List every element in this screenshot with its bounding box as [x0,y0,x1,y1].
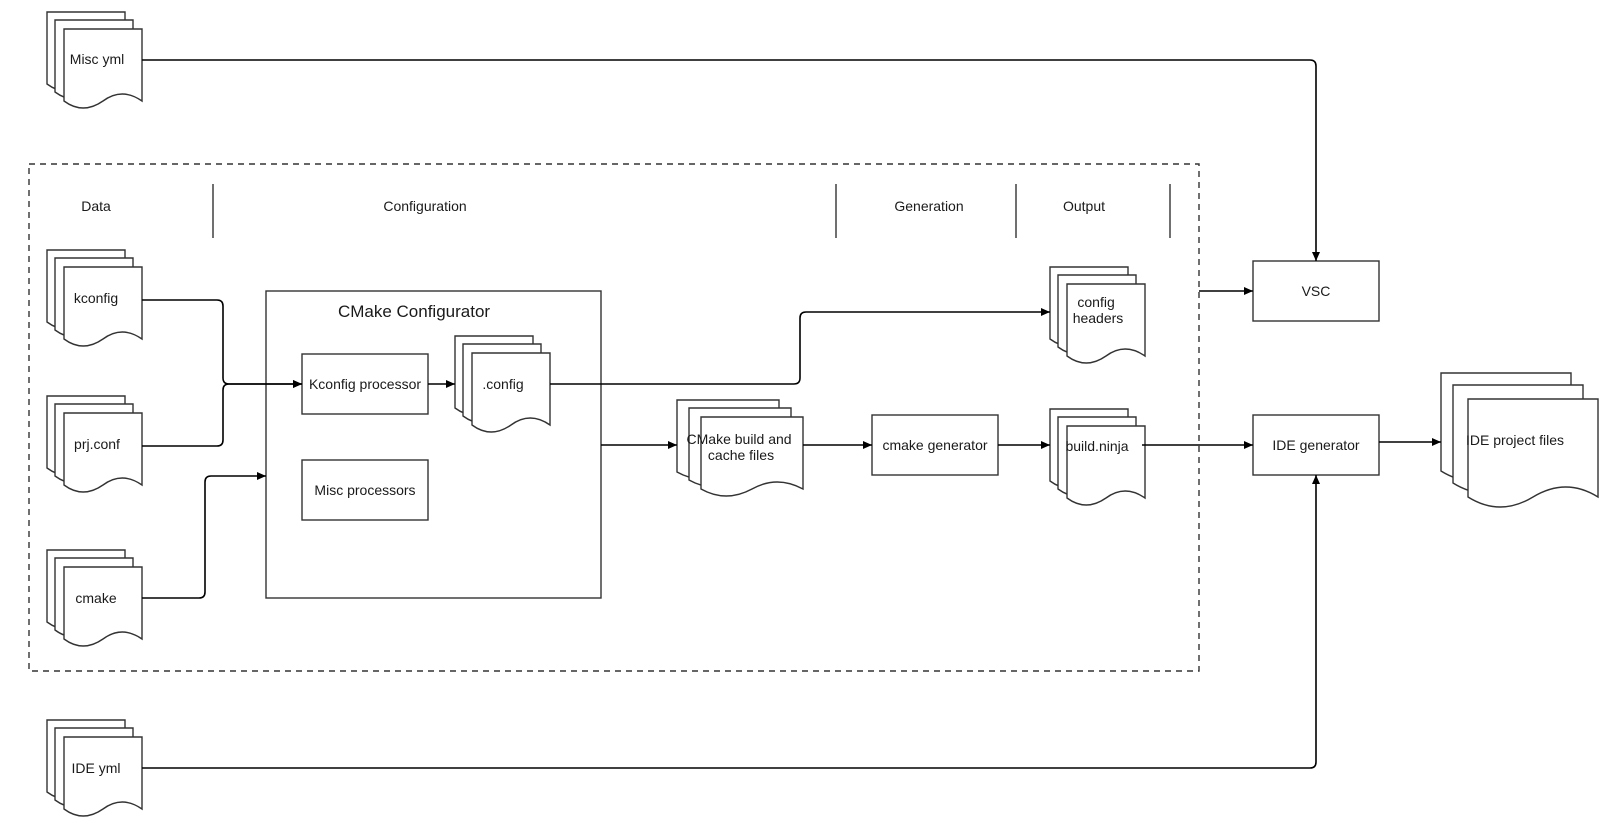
build-system-boundary [28,163,1200,672]
cmake-generator-label: cmake generator [882,437,987,453]
kconfig-document [46,249,143,347]
cmake-configurator-title: CMake Configurator [338,302,490,321]
edge-cmake-to-configurator [142,472,266,599]
cmake-document [46,549,143,647]
ide-yml-label: IDE yml [72,760,121,776]
kconfig-processor-box [301,353,429,415]
prj-conf-label: prj.conf [74,436,120,452]
build-ninja-document [1049,408,1146,506]
config-headers-document [1049,266,1146,364]
edge-misc-yml-to-vsc [142,59,1320,261]
kconfig-label: kconfig [74,290,118,306]
misc-yml-document [46,11,143,109]
ide-yml-document [46,719,143,817]
config-headers-line-1: config [1077,294,1114,310]
edge-dot-config-to-config-headers [550,308,1050,385]
column-header-generation: Generation [894,198,963,214]
cmake-build-cache-document [676,399,804,497]
column-header-configuration: Configuration [383,198,466,214]
kconfig-processor-label: Kconfig processor [309,376,421,392]
misc-processors-label: Misc processors [314,482,415,498]
cmake-configurator-group [265,290,602,599]
vsc-label: VSC [1302,283,1331,299]
column-header-output: Output [1063,198,1105,214]
cmake-build-cache-line-2: cache files [708,447,774,463]
dot-config-label: .config [482,376,523,392]
misc-processors-box [301,459,429,521]
ide-project-files-document [1440,372,1599,508]
edge-prj-conf-to-kconfig-processor [142,380,302,447]
config-headers-label: config headers [1073,294,1124,326]
ide-project-files-label: IDE project files [1466,432,1564,448]
cmake-build-cache-label: CMake build and cache files [687,431,796,463]
cmake-build-cache-line-1: CMake build and [687,431,792,447]
edge-ide-yml-to-ide-generator [142,475,1320,769]
prj-conf-document [46,395,143,493]
build-ninja-label: build.ninja [1065,438,1128,454]
config-headers-line-2: headers [1073,310,1124,326]
column-header-data: Data [81,198,111,214]
misc-yml-label: Misc yml [70,51,124,67]
dot-config-document [454,335,551,433]
cmake-label: cmake [75,590,116,606]
ide-generator-label: IDE generator [1272,437,1359,453]
